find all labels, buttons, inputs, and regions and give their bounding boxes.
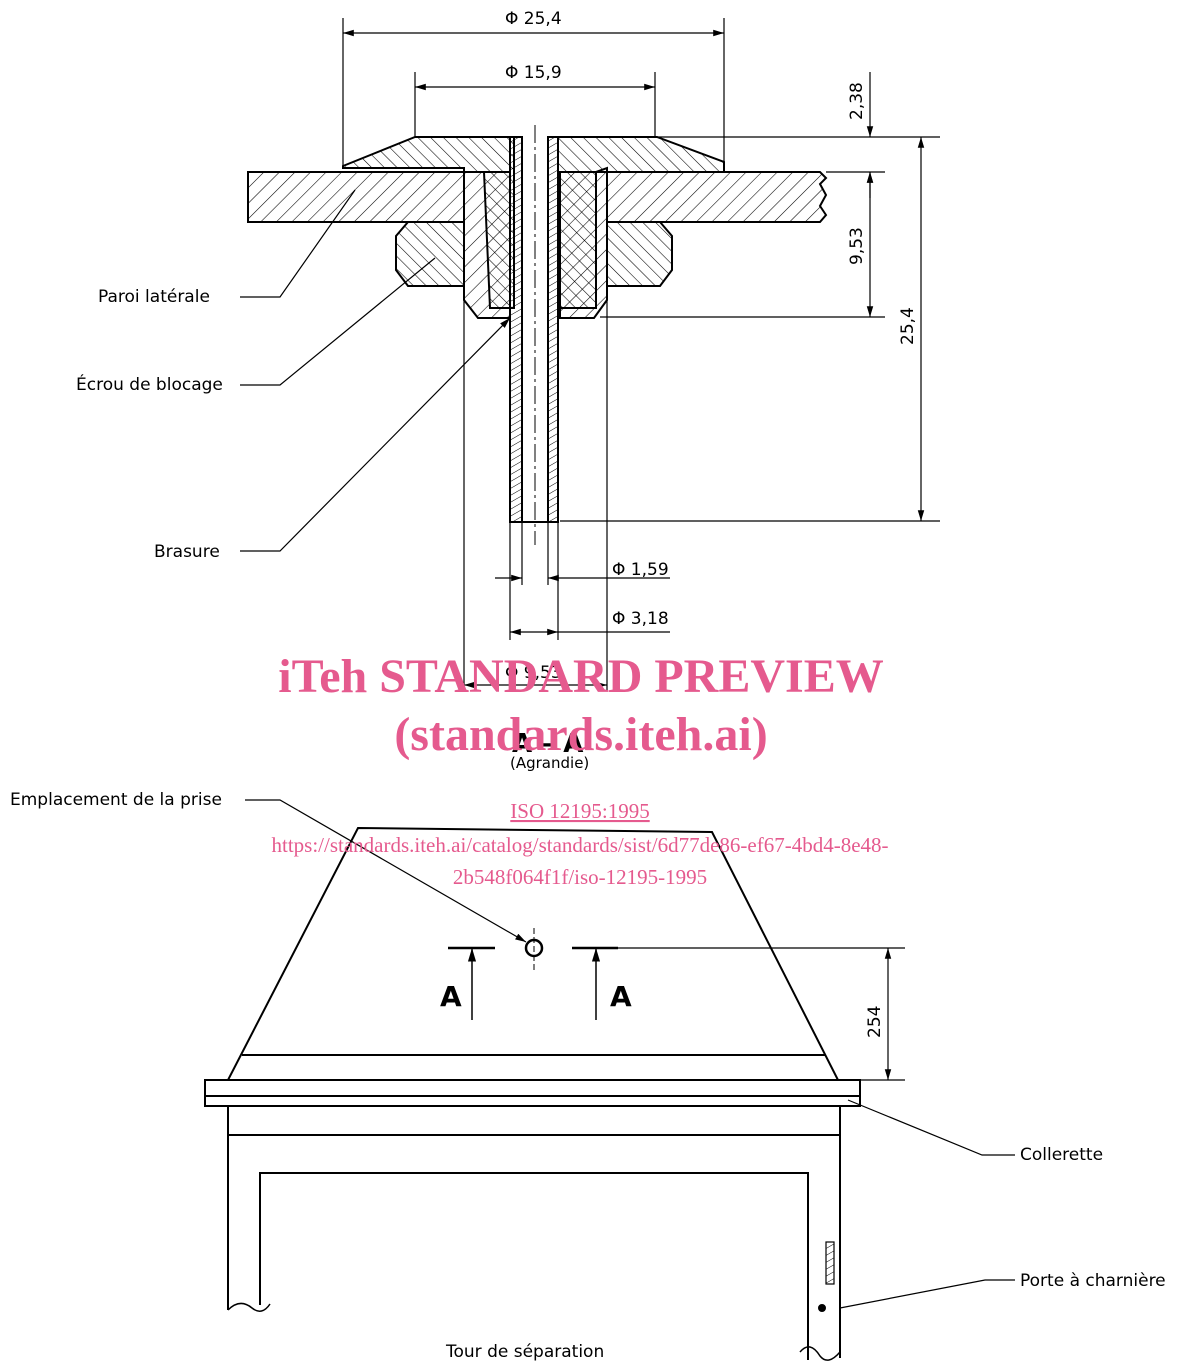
dim-2-38: 2,38 — [847, 82, 867, 120]
section-subtitle: (Agrandie) — [510, 754, 589, 772]
tube-left — [509, 136, 523, 523]
marker-a-left: A — [440, 980, 462, 1013]
collar — [204, 1079, 861, 1107]
label-emplacement: Emplacement de la prise — [10, 790, 222, 810]
lock-nut — [395, 221, 465, 287]
dim-25-4-vert: 25,4 — [898, 307, 918, 345]
side-wall — [247, 171, 465, 223]
dim-9-53-dia: Φ 9,53 — [505, 663, 562, 683]
elevation-texts: Emplacement de la prise A A 254 Colleret… — [10, 790, 1166, 1362]
side-wall-right — [606, 171, 828, 223]
fitting-body — [463, 171, 511, 319]
marker-a-right: A — [610, 980, 632, 1013]
dim-3-18: Φ 3,18 — [612, 609, 669, 629]
label-porte: Porte à charnière — [1020, 1271, 1166, 1291]
dim-1-59: Φ 1,59 — [612, 560, 669, 580]
watermark-line-1: iTeh STANDARD PREVIEW — [278, 650, 883, 703]
dim-9-53: 9,53 — [847, 227, 867, 265]
fitting-body-right — [559, 171, 608, 319]
watermark-line-3[interactable]: ISO 12195:1995 — [510, 799, 649, 823]
watermark-line-5: 2b548f064f1f/iso-12195-1995 — [453, 865, 707, 889]
hinged-door — [259, 1172, 809, 1360]
dim-254: 254 — [865, 1006, 885, 1038]
tube-right — [547, 136, 559, 523]
hinge — [825, 1241, 835, 1285]
elevation-view — [204, 799, 1015, 1361]
watermark-line-2: (standards.iteh.ai) — [394, 708, 767, 761]
label-tour: Tour de séparation — [445, 1342, 604, 1362]
section-title: A – A — [512, 729, 583, 759]
dimension-lines — [240, 18, 940, 690]
dim-15-9: Φ 15,9 — [505, 63, 562, 83]
section-view — [247, 125, 828, 545]
dim-25-4: Φ 25,4 — [505, 9, 562, 29]
watermark-line-4: https://standards.iteh.ai/catalog/standa… — [271, 833, 888, 857]
lock-nut-right — [606, 221, 673, 287]
label-paroi: Paroi latérale — [98, 287, 210, 307]
label-ecrou: Écrou de blocage — [76, 373, 223, 395]
label-brasure: Brasure — [154, 542, 220, 562]
label-collerette: Collerette — [1020, 1145, 1103, 1165]
watermark: iTeh STANDARD PREVIEW (standards.iteh.ai… — [271, 650, 888, 889]
dimension-texts: Φ 25,4 Φ 15,9 2,38 9,53 25,4 Φ 1,59 Φ 3,… — [76, 9, 918, 772]
